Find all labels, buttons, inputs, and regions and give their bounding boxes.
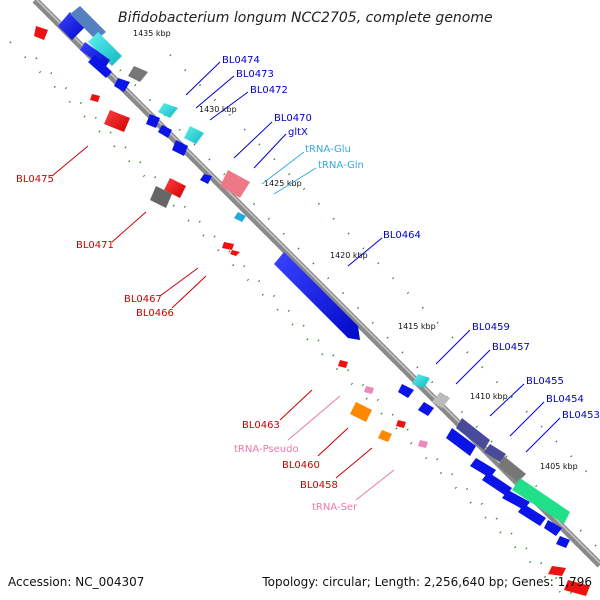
reverse-strand-features bbox=[34, 26, 428, 448]
gene-arrow bbox=[184, 126, 204, 144]
genome-summary-text: Topology: circular; Length: 2,256,640 bp… bbox=[261, 575, 592, 589]
gene-arrow bbox=[364, 386, 374, 394]
label-leader-lines bbox=[51, 61, 561, 501]
gene-arrow bbox=[512, 478, 570, 524]
gene-arrow bbox=[34, 26, 48, 40]
gene-arrow bbox=[88, 32, 122, 66]
gene-arrow bbox=[158, 103, 178, 118]
gene-arrow bbox=[412, 374, 430, 388]
gene-arrow bbox=[222, 242, 234, 250]
gene-label: BL0457 bbox=[492, 342, 530, 353]
gene-arrow bbox=[446, 428, 476, 456]
gene-label: BL0464 bbox=[383, 230, 421, 241]
tick-label: 1430 kbp bbox=[199, 105, 237, 114]
gene-arrow bbox=[172, 140, 188, 156]
gene-label: BL0460 bbox=[282, 460, 320, 471]
gene-label: tRNA-Gln bbox=[318, 160, 364, 171]
gene-label: BL0458 bbox=[300, 480, 338, 491]
tick-label: 1425 kbp bbox=[264, 179, 302, 188]
gene-arrow bbox=[418, 440, 428, 448]
gene-arrow bbox=[548, 566, 566, 576]
gene-arrow bbox=[456, 418, 490, 450]
gene-arrow bbox=[128, 66, 148, 82]
gene-label: BL0453 bbox=[562, 410, 600, 421]
gene-label: tRNA-Glu bbox=[305, 144, 351, 155]
gene-label: BL0455 bbox=[526, 376, 564, 387]
gene-arrow bbox=[88, 55, 112, 78]
tick-label: 1435 kbp bbox=[133, 29, 171, 38]
gene-label: BL0454 bbox=[546, 394, 584, 405]
gene-arrow bbox=[158, 125, 172, 138]
gene-label: BL0463 bbox=[242, 420, 280, 431]
gene-label: BL0471 bbox=[76, 240, 114, 251]
gene-arrow bbox=[502, 490, 530, 510]
gene-arrow bbox=[70, 6, 106, 40]
gene-label: BL0467 bbox=[124, 294, 162, 305]
gene-arrow bbox=[114, 78, 130, 92]
gene-arrow bbox=[398, 384, 414, 398]
gene-arrow bbox=[350, 402, 372, 422]
grid-dotted-lines bbox=[9, 41, 600, 600]
kbp-tick-labels: 1435 kbp 1430 kbp 1425 kbp 1420 kbp 1415… bbox=[133, 29, 578, 471]
gene-label: BL0472 bbox=[250, 85, 288, 96]
gene-label: tRNA-Ser bbox=[312, 502, 358, 513]
gene-arrow bbox=[220, 170, 250, 198]
tick-label: 1415 kbp bbox=[398, 322, 436, 331]
tick-label: 1405 kbp bbox=[540, 462, 578, 471]
gene-label: BL0470 bbox=[274, 113, 312, 124]
gene-arrow bbox=[544, 520, 562, 536]
map-title: Bifidobacterium longum NCC2705, complete… bbox=[118, 10, 493, 26]
gene-arrow bbox=[556, 536, 570, 548]
gene-arrow bbox=[378, 430, 392, 442]
gene-arrow bbox=[396, 420, 406, 428]
gene-arrow bbox=[498, 456, 526, 482]
gene-label: BL0474 bbox=[222, 55, 260, 66]
gene-arrow bbox=[432, 392, 450, 408]
gene-arrow bbox=[518, 504, 546, 526]
forward-gene-labels: BL0474 BL0473 BL0472 BL0470 gltX tRNA-Gl… bbox=[222, 55, 600, 421]
gene-label: BL0475 bbox=[16, 174, 54, 185]
gene-arrow bbox=[104, 110, 130, 132]
gene-arrow bbox=[274, 252, 360, 340]
gene-label: BL0466 bbox=[136, 308, 174, 319]
gene-arrow bbox=[482, 472, 512, 496]
gene-arrow bbox=[58, 12, 85, 40]
gene-label: tRNA-Pseudo bbox=[234, 444, 299, 455]
gene-arrow bbox=[564, 580, 590, 596]
tick-label: 1410 kbp bbox=[470, 392, 508, 401]
gene-label: BL0459 bbox=[472, 322, 510, 333]
accession-text: Accession: NC_004307 bbox=[8, 575, 144, 589]
gene-arrow bbox=[90, 94, 100, 102]
tick-label: 1420 kbp bbox=[330, 251, 368, 260]
gene-arrow bbox=[164, 178, 186, 198]
gene-arrow bbox=[418, 402, 434, 416]
gene-arrow bbox=[146, 114, 160, 128]
gene-arrow bbox=[150, 186, 172, 208]
gene-arrow bbox=[234, 212, 246, 222]
gene-arrow bbox=[484, 444, 506, 462]
gene-arrow bbox=[200, 174, 212, 184]
gene-arrow bbox=[230, 250, 240, 256]
gene-arrow bbox=[338, 360, 348, 368]
gene-label: BL0473 bbox=[236, 69, 274, 80]
gene-label: gltX bbox=[288, 127, 308, 138]
reverse-gene-labels: BL0475 BL0471 BL0467 BL0466 BL0463 tRNA-… bbox=[16, 174, 358, 513]
forward-strand-features bbox=[58, 6, 590, 596]
